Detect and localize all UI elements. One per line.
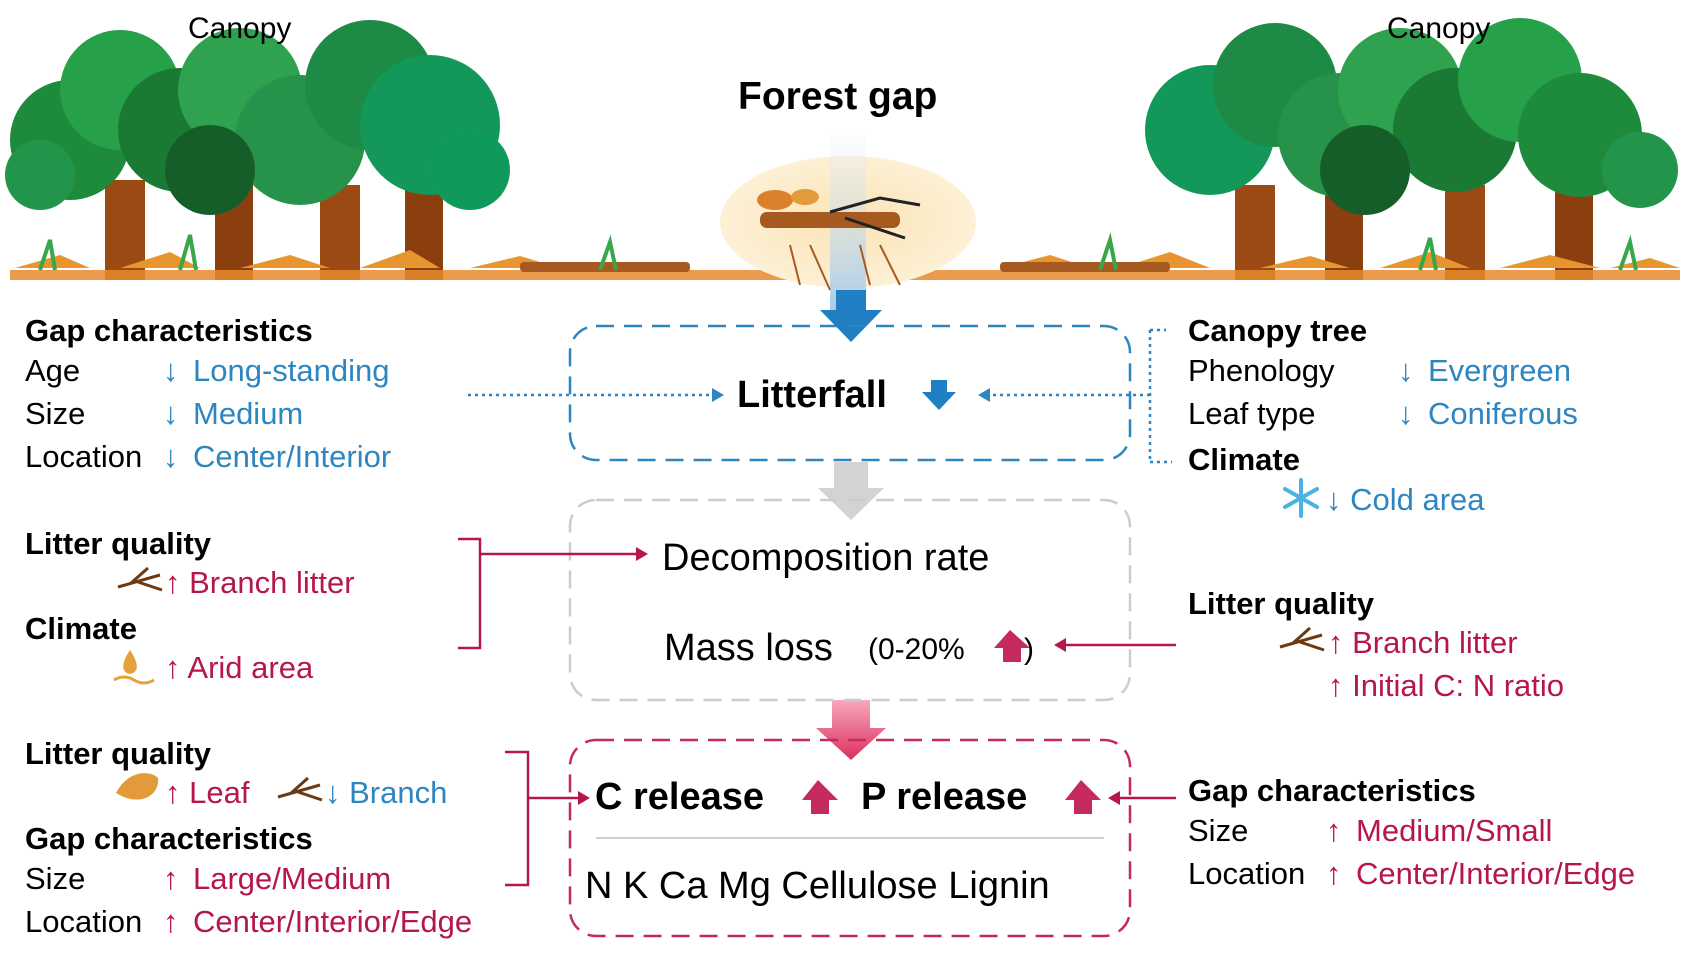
right-bottom-row-arrow: ↑	[1326, 856, 1342, 891]
p-release-increase-icon	[1065, 780, 1101, 814]
litterfall-box	[568, 324, 1132, 462]
left-bottom-row-arrow: ↑	[163, 861, 179, 896]
right-bottom-row-arrow: ↑	[1326, 813, 1342, 848]
left-top-title: Gap characteristics	[25, 313, 313, 348]
decomposition-rate-label: Decomposition rate	[662, 537, 990, 579]
left-bottom-branch: ↓ Branch	[325, 775, 448, 810]
right-top-climate-value: ↓ Cold area	[1326, 482, 1485, 517]
left-bottom-gap-title: Gap characteristics	[25, 821, 313, 856]
right-top-climate-title: Climate	[1188, 442, 1300, 477]
left-mid-value: ↑ Branch litter	[165, 565, 355, 600]
right-top-row-arrow: ↓	[1398, 353, 1414, 388]
litterfall-decrease-icon	[922, 380, 956, 410]
canopy-right-label: Canopy	[1387, 12, 1491, 45]
left-top-row-arrow: ↓	[163, 396, 179, 431]
left-bottom-row-value: Large/Medium	[193, 861, 392, 896]
litterfall-down-arrow	[820, 290, 882, 342]
left-bottom-row-label: Location	[25, 904, 143, 939]
canopy-left-label: Canopy	[188, 12, 292, 45]
c-release-increase-icon	[802, 780, 838, 814]
left-top-row-label: Size	[25, 396, 86, 431]
right-bottom-row-value: Center/Interior/Edge	[1356, 856, 1636, 891]
left-mid-climate-title: Climate	[25, 611, 137, 646]
forest-gap-title: Forest gap	[738, 75, 938, 118]
left-top-row-arrow: ↓	[163, 439, 179, 474]
connector-left-bottom	[505, 750, 590, 887]
left-top-row-arrow: ↓	[163, 353, 179, 388]
right-forest-illustration	[1145, 18, 1678, 280]
mass-loss-label: Mass loss	[664, 627, 833, 669]
right-mid-title: Litter quality	[1188, 586, 1375, 621]
left-bottom-title: Litter quality	[25, 736, 212, 771]
left-bottom-row-label: Size	[25, 861, 86, 896]
release-box	[568, 738, 1132, 938]
right-top-row-arrow: ↓	[1398, 396, 1414, 431]
branch-icon	[117, 566, 163, 592]
connector-left-mid	[458, 537, 648, 650]
right-top-row-value: Coniferous	[1428, 396, 1578, 431]
connector-right-bottom	[1108, 791, 1176, 805]
decomposition-down-arrow	[818, 462, 884, 520]
forest-gap-illustration	[720, 135, 976, 310]
leaf-icon	[116, 773, 159, 800]
left-top-row-value: Medium	[193, 396, 304, 431]
right-mid-value-1: ↑ Branch litter	[1328, 625, 1518, 660]
right-mid-value-2: ↑ Initial C: N ratio	[1328, 668, 1565, 703]
c-release-label: C release	[595, 776, 765, 818]
right-top-row-label: Phenology	[1188, 353, 1335, 388]
left-forest-illustration	[5, 20, 510, 280]
litterfall-label: Litterfall	[737, 374, 887, 416]
connector-right-mid	[1054, 638, 1176, 652]
connector-right-top	[978, 328, 1172, 464]
release-down-arrow	[816, 700, 886, 760]
left-bottom-row-arrow: ↑	[163, 904, 179, 939]
mass-loss-increase-icon	[994, 630, 1030, 662]
branch-icon	[277, 776, 323, 802]
snowflake-icon	[1283, 478, 1319, 518]
connector-left-top	[468, 388, 724, 402]
left-mid-title: Litter quality	[25, 526, 212, 561]
nutrient-elements-label: N K Ca Mg Cellulose Lignin	[585, 865, 1050, 907]
branch-icon	[1279, 626, 1325, 652]
right-top-title: Canopy tree	[1188, 313, 1368, 348]
left-top-row-value: Long-standing	[193, 353, 390, 388]
left-top-row-value: Center/Interior	[193, 439, 392, 474]
right-bottom-row-value: Medium/Small	[1356, 813, 1553, 848]
right-bottom-row-label: Location	[1188, 856, 1306, 891]
right-top-row-value: Evergreen	[1428, 353, 1572, 388]
decomposition-box	[568, 498, 1132, 702]
right-bottom-row-label: Size	[1188, 813, 1249, 848]
right-top-row-label: Leaf type	[1188, 396, 1316, 431]
right-bottom-title: Gap characteristics	[1188, 773, 1476, 808]
left-top-row-label: Age	[25, 353, 81, 388]
arid-icon	[113, 650, 155, 685]
mass-loss-close: )	[1024, 633, 1034, 666]
left-bottom-leaf: ↑ Leaf	[165, 775, 250, 810]
mass-loss-range: (0-20%	[868, 633, 965, 666]
left-top-row-label: Location	[25, 439, 143, 474]
left-bottom-row-value: Center/Interior/Edge	[193, 904, 473, 939]
left-mid-climate-value: ↑ Arid area	[165, 650, 314, 685]
p-release-label: P release	[861, 776, 1028, 818]
